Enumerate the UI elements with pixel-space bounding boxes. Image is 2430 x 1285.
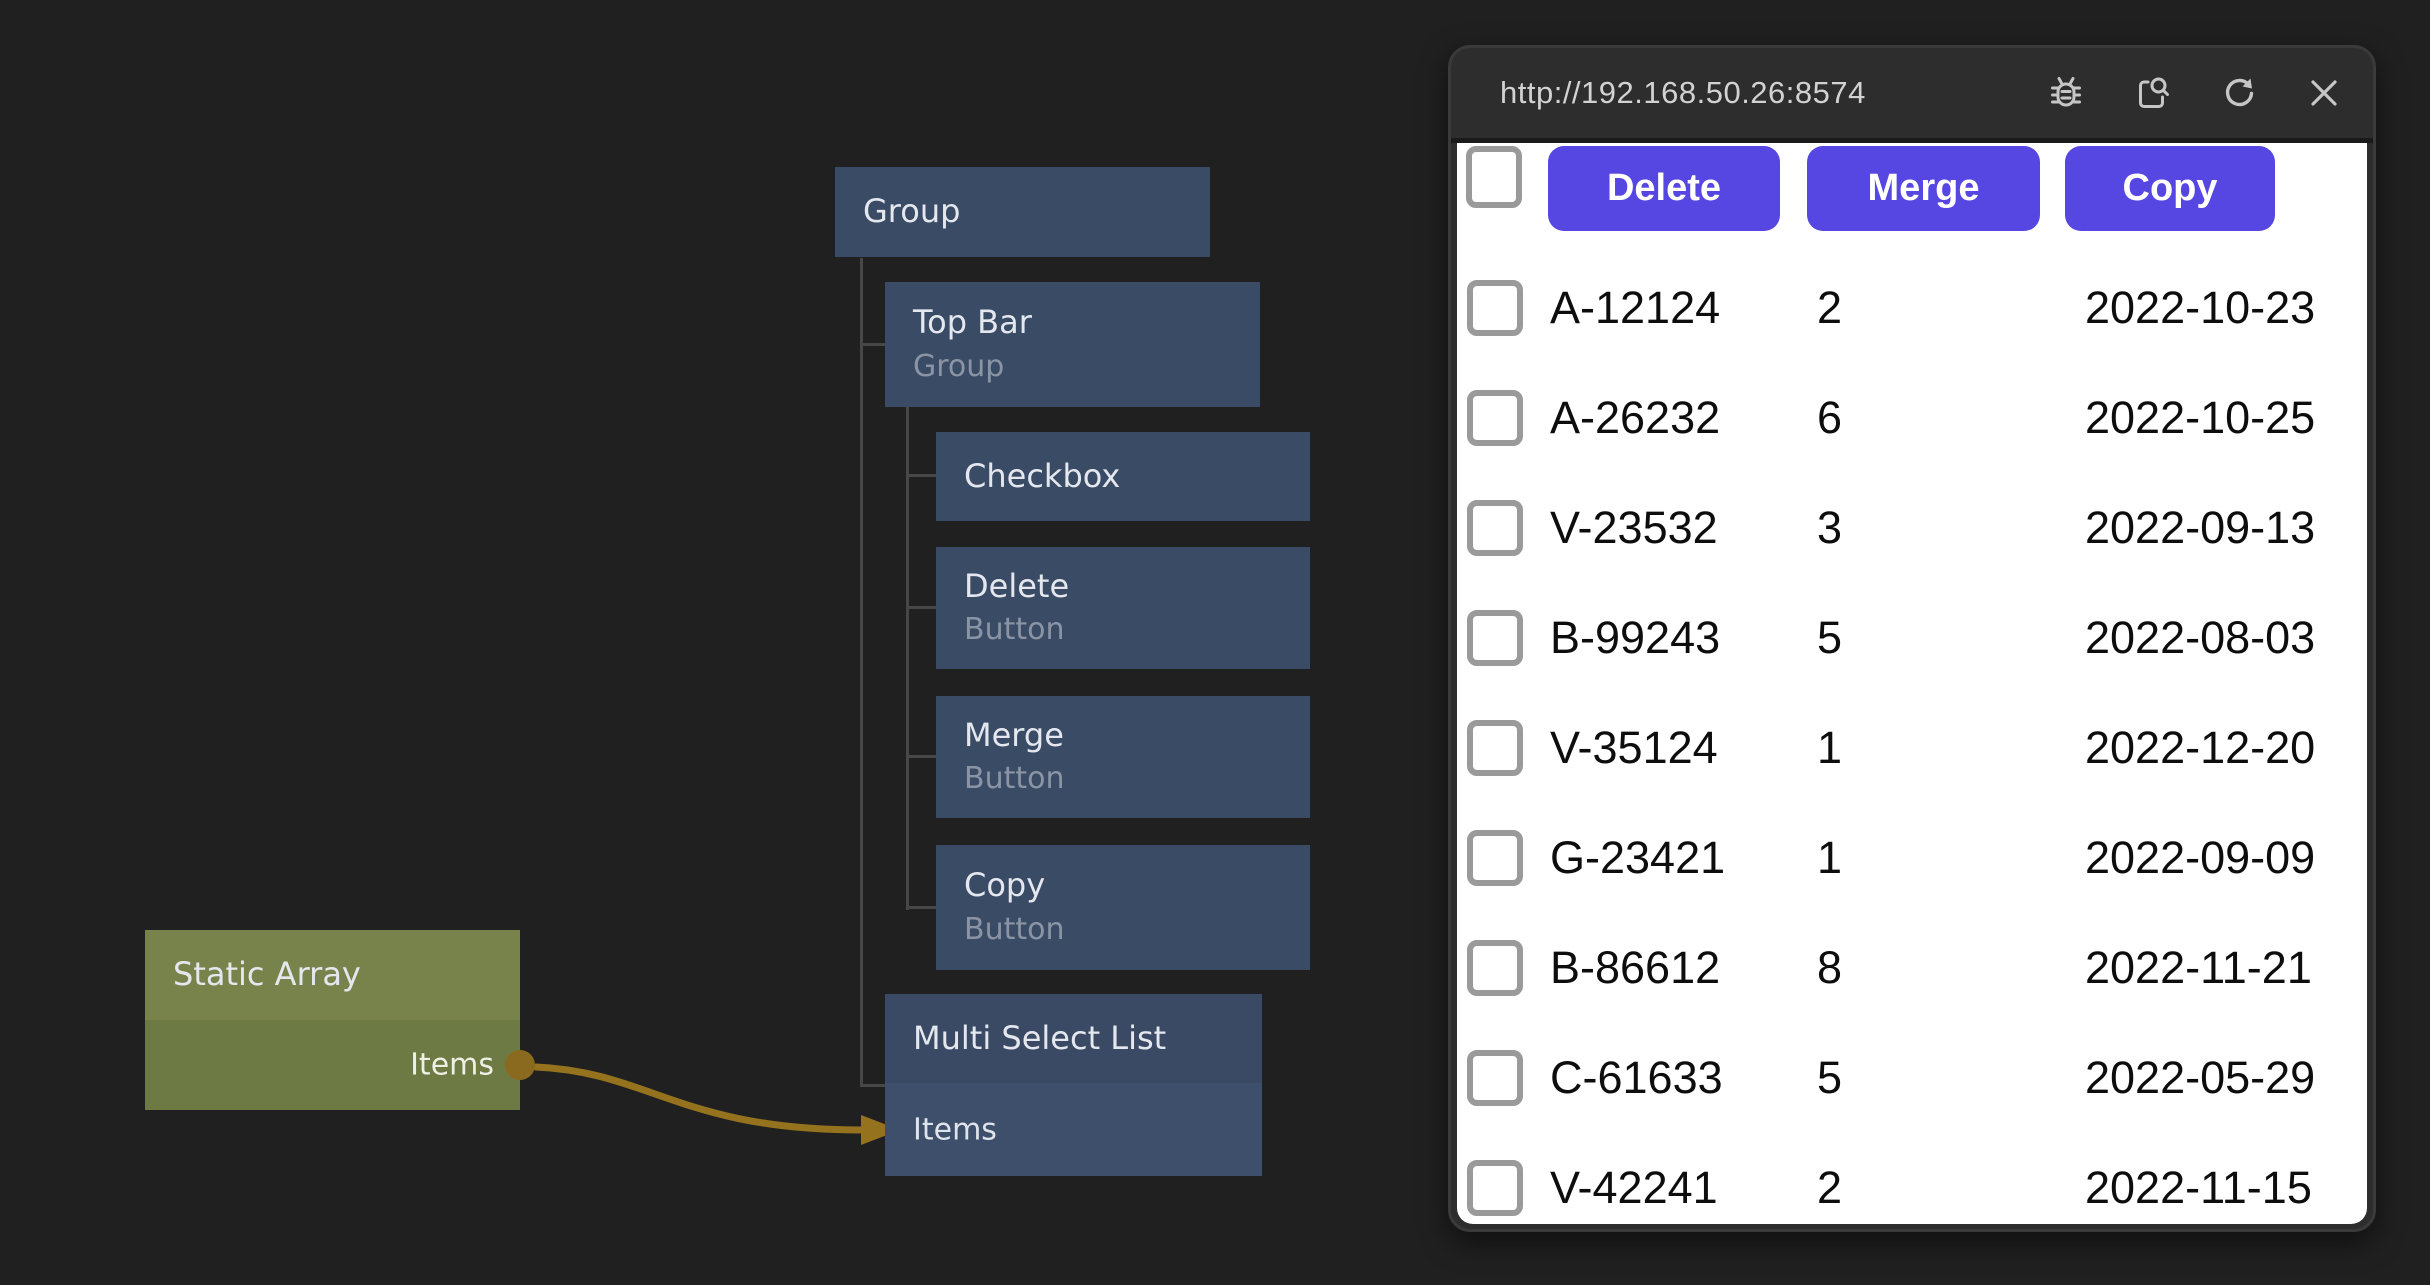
table-row: V-42241 2 2022-11-15 bbox=[1457, 1133, 2367, 1224]
preview-titlebar: http://192.168.50.26:8574 bbox=[1451, 48, 2373, 143]
items-output-port-label[interactable]: Items bbox=[410, 1047, 494, 1083]
node-type-label: Button bbox=[964, 761, 1065, 797]
node-title: Copy bbox=[964, 866, 1046, 905]
row-checkbox[interactable] bbox=[1467, 390, 1523, 446]
row-id-cell: V-42241 bbox=[1550, 1162, 1718, 1213]
row-checkbox[interactable] bbox=[1467, 500, 1523, 556]
row-checkbox[interactable] bbox=[1467, 1160, 1523, 1216]
node-top-bar[interactable]: Top Bar Group bbox=[885, 282, 1260, 407]
table-row: A-12124 2 2022-10-23 bbox=[1457, 253, 2367, 363]
table-row: C-61633 5 2022-05-29 bbox=[1457, 1023, 2367, 1133]
row-date-cell: 2022-09-09 bbox=[2085, 832, 2316, 883]
row-id-cell: B-86612 bbox=[1550, 942, 1721, 993]
tree-tick-delete bbox=[906, 606, 937, 609]
tree-line-level2 bbox=[906, 407, 909, 910]
row-count-cell: 6 bbox=[1817, 392, 1843, 443]
node-multi-select-list[interactable]: Multi Select List Items bbox=[885, 994, 1262, 1176]
items-output-port[interactable] bbox=[505, 1050, 535, 1080]
table-row: V-35124 1 2022-12-20 bbox=[1457, 693, 2367, 803]
tree-tick-copy bbox=[906, 906, 937, 909]
preview-window: http://192.168.50.26:8574 bbox=[1448, 45, 2376, 1232]
row-checkbox[interactable] bbox=[1467, 280, 1523, 336]
row-date-cell: 2022-11-15 bbox=[2085, 1162, 2312, 1213]
table-row: B-86612 8 2022-11-21 bbox=[1457, 913, 2367, 1023]
node-title: Top Bar bbox=[913, 303, 1032, 342]
items-input-port-label[interactable]: Items bbox=[913, 1112, 997, 1147]
node-title: Checkbox bbox=[964, 456, 1121, 495]
tree-tick-multi-select bbox=[860, 1084, 886, 1087]
row-checkbox[interactable] bbox=[1467, 940, 1523, 996]
node-title: Multi Select List bbox=[913, 1018, 1167, 1057]
row-count-cell: 3 bbox=[1817, 502, 1843, 553]
row-id-cell: V-23532 bbox=[1550, 502, 1718, 553]
row-id-cell: V-35124 bbox=[1550, 722, 1718, 773]
close-icon[interactable] bbox=[2305, 74, 2343, 112]
open-preview-icon[interactable] bbox=[2133, 74, 2171, 112]
table-header-row: Delete Merge Copy bbox=[1457, 146, 2367, 253]
row-date-cell: 2022-11-21 bbox=[2085, 942, 2312, 993]
tree-tick-checkbox bbox=[906, 474, 937, 477]
node-type-label: Button bbox=[964, 612, 1065, 648]
node-group[interactable]: Group bbox=[835, 167, 1210, 257]
row-checkbox[interactable] bbox=[1467, 1050, 1523, 1106]
node-title: Group bbox=[863, 192, 961, 231]
row-count-cell: 2 bbox=[1817, 282, 1843, 333]
node-title: Merge bbox=[964, 715, 1064, 754]
row-count-cell: 2 bbox=[1817, 1162, 1843, 1213]
row-date-cell: 2022-05-29 bbox=[2085, 1052, 2316, 1103]
tree-line-level1 bbox=[860, 258, 863, 1086]
table-row: G-23421 1 2022-09-09 bbox=[1457, 803, 2367, 913]
row-date-cell: 2022-10-25 bbox=[2085, 392, 2316, 443]
node-title: Static Array bbox=[173, 955, 361, 994]
tree-tick-topbar bbox=[860, 343, 886, 346]
row-count-cell: 5 bbox=[1817, 612, 1843, 663]
row-id-cell: G-23421 bbox=[1550, 832, 1726, 883]
select-all-checkbox[interactable] bbox=[1466, 146, 1522, 208]
row-id-cell: A-26232 bbox=[1550, 392, 1721, 443]
bug-icon[interactable] bbox=[2047, 74, 2085, 112]
node-static-array[interactable]: Static Array Items bbox=[145, 930, 520, 1110]
node-merge-button[interactable]: Merge Button bbox=[936, 696, 1310, 818]
row-count-cell: 5 bbox=[1817, 1052, 1843, 1103]
url-text: http://192.168.50.26:8574 bbox=[1500, 75, 1866, 110]
tree-tick-merge bbox=[906, 755, 937, 758]
row-checkbox[interactable] bbox=[1467, 720, 1523, 776]
merge-button[interactable]: Merge bbox=[1807, 146, 2040, 231]
row-id-cell: A-12124 bbox=[1550, 282, 1721, 333]
node-copy-button[interactable]: Copy Button bbox=[936, 845, 1310, 970]
row-count-cell: 1 bbox=[1817, 832, 1843, 883]
row-checkbox[interactable] bbox=[1467, 830, 1523, 886]
row-count-cell: 1 bbox=[1817, 722, 1843, 773]
row-date-cell: 2022-08-03 bbox=[2085, 612, 2316, 663]
row-count-cell: 8 bbox=[1817, 942, 1843, 993]
node-type-label: Group bbox=[913, 348, 1005, 384]
node-type-label: Button bbox=[964, 911, 1065, 947]
row-id-cell: C-61633 bbox=[1550, 1052, 1723, 1103]
copy-button[interactable]: Copy bbox=[2065, 146, 2275, 231]
delete-button[interactable]: Delete bbox=[1548, 146, 1780, 231]
table-row: V-23532 3 2022-09-13 bbox=[1457, 473, 2367, 583]
row-date-cell: 2022-12-20 bbox=[2085, 722, 2316, 773]
refresh-icon[interactable] bbox=[2219, 74, 2257, 112]
row-id-cell: B-99243 bbox=[1550, 612, 1721, 663]
table-row: B-99243 5 2022-08-03 bbox=[1457, 583, 2367, 693]
table-row: A-26232 6 2022-10-25 bbox=[1457, 363, 2367, 473]
node-delete-button[interactable]: Delete Button bbox=[936, 547, 1310, 669]
node-checkbox[interactable]: Checkbox bbox=[936, 432, 1310, 521]
node-title: Delete bbox=[964, 566, 1070, 605]
row-date-cell: 2022-09-13 bbox=[2085, 502, 2316, 553]
row-date-cell: 2022-10-23 bbox=[2085, 282, 2316, 333]
row-checkbox[interactable] bbox=[1467, 610, 1523, 666]
